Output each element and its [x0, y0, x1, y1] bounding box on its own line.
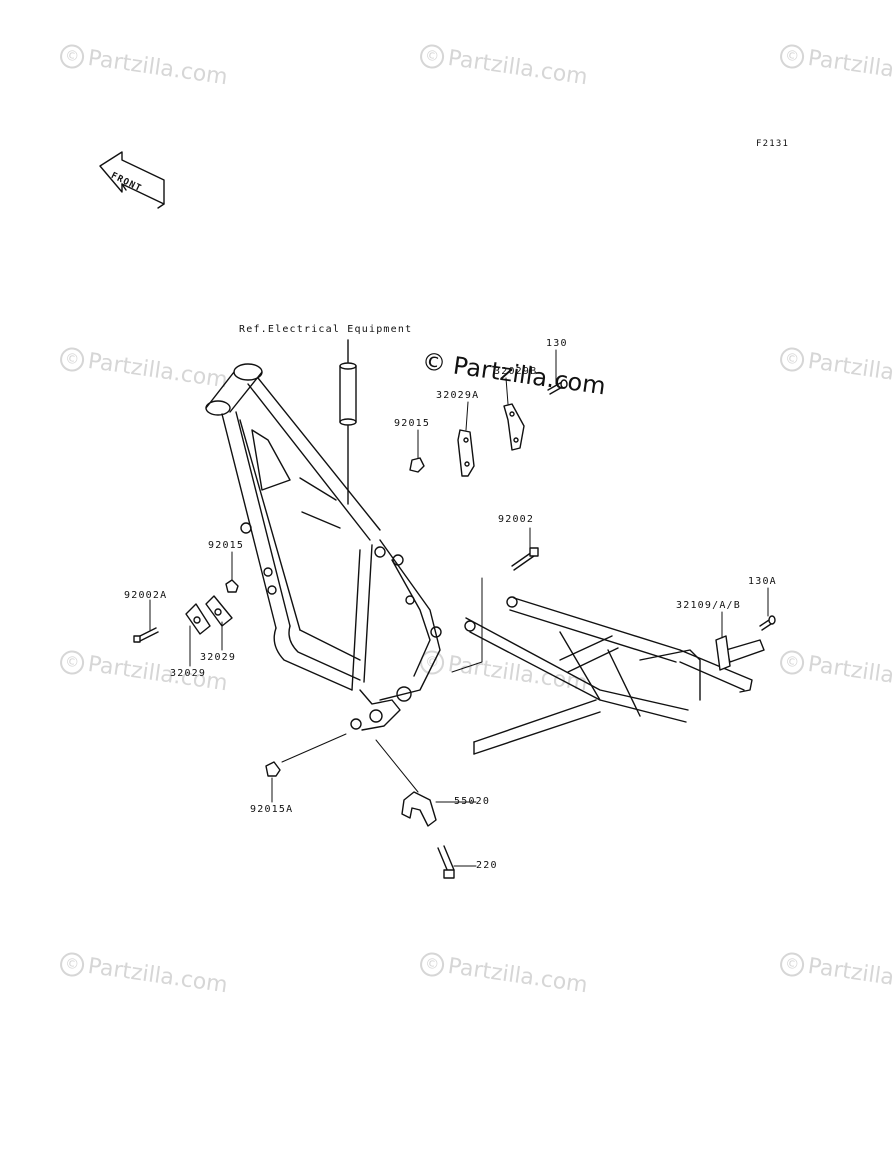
bracket-32029A: [457, 429, 475, 477]
ref-label: Ref.Electrical Equipment: [239, 324, 413, 335]
part-label-92002: 92002: [498, 514, 535, 525]
part-label-92015-top: 92015: [394, 418, 431, 429]
part-label-32029-right: 32029: [200, 652, 237, 663]
nut-92015A: [265, 761, 281, 777]
part-label-130A: 130A: [748, 576, 777, 587]
nut-92015-top: [409, 457, 425, 473]
bolt-220: [437, 845, 455, 879]
part-label-92015-left: 92015: [208, 540, 245, 551]
block-55020: [401, 791, 437, 827]
part-label-32029B: 32029B: [494, 366, 538, 377]
leader-lines: [149, 349, 769, 867]
part-label-92015A: 92015A: [250, 804, 294, 815]
rear-subframe: [464, 596, 765, 755]
bracket-32109: [715, 635, 731, 671]
bolt-130: [547, 379, 568, 395]
bolt-92002: [511, 547, 539, 571]
part-label-92002A: 92002A: [124, 590, 168, 601]
part-label-130: 130: [546, 338, 568, 349]
part-label-55020: 55020: [454, 796, 491, 807]
part-label-32029A: 32029A: [436, 390, 480, 401]
plate-32029-left: [185, 595, 233, 635]
bolt-130A: [759, 615, 776, 631]
diagram-code: F2131: [756, 139, 790, 149]
bracket-32029B: [503, 403, 525, 451]
nut-92015-left: [225, 579, 239, 593]
part-label-220: 220: [476, 860, 498, 871]
spacer-tube: [339, 339, 357, 505]
main-frame: [205, 363, 442, 731]
front-arrow-icon: [99, 151, 165, 209]
bolt-92002A: [133, 627, 159, 643]
part-label-32109: 32109/A/B: [676, 600, 741, 611]
part-label-32029-left: 32029: [170, 668, 207, 679]
